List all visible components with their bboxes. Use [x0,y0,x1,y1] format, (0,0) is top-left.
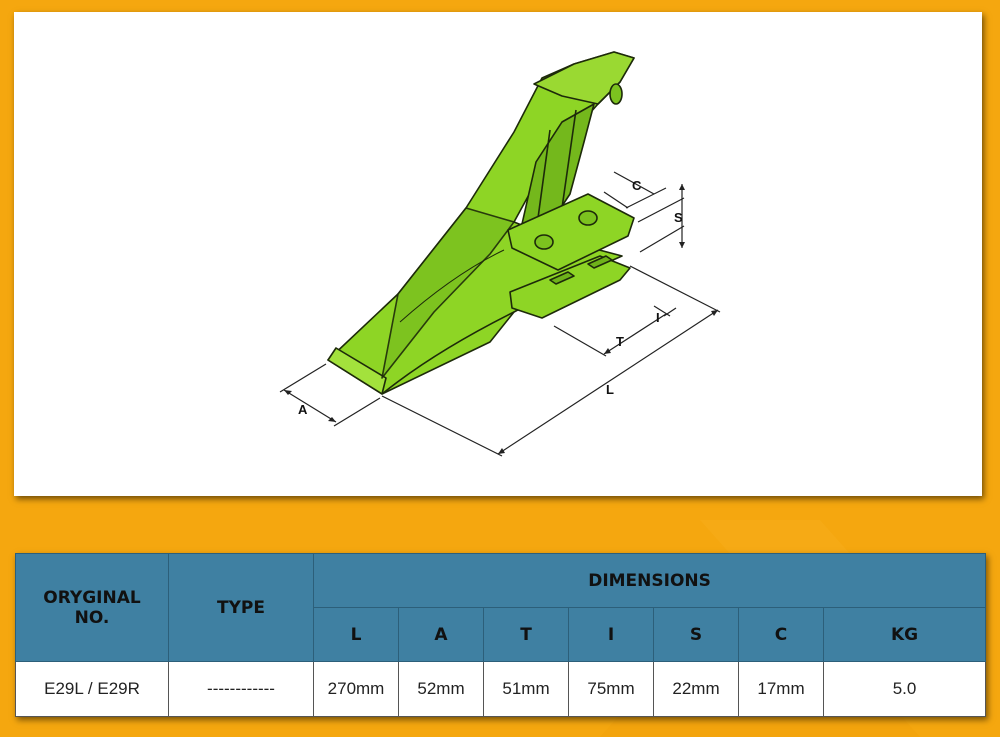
cell-l: 270mm [313,661,399,717]
header-col-c: C [738,607,824,662]
drawing-panel: A L T I C S [14,12,982,496]
dimension-label-s: S [674,210,683,225]
header-col-a: A [398,607,484,662]
table-row: E29L / E29R ------------ 270mm 52mm 51mm… [15,661,987,717]
header-dimensions: DIMENSIONS [312,553,987,608]
cell-a: 52mm [398,661,484,717]
dimension-label-i: I [656,310,660,325]
header-col-s: S [653,607,739,662]
header-original-no: ORYGINAL NO. [15,553,169,662]
dimension-lines [279,171,721,457]
header-col-t: T [483,607,569,662]
dimension-label-t: T [616,334,624,349]
cell-c: 17mm [738,661,824,717]
cell-s: 22mm [653,661,739,717]
header-type: TYPE [168,553,314,662]
cell-type: ------------ [168,661,314,717]
tooth-drawing: A L T I C S [279,51,721,457]
cell-i: 75mm [568,661,654,717]
cell-original-no: E29L / E29R [15,661,169,717]
spec-table: ORYGINAL NO. TYPE DIMENSIONS L A T I S C… [15,553,987,717]
header-col-l: L [313,607,399,662]
dimension-arrowheads [284,184,718,454]
header-col-kg: KG [822,607,987,662]
dimension-label-a: A [298,402,308,417]
dimension-label-c: C [632,178,642,193]
tooth-part [327,51,635,395]
cell-t: 51mm [483,661,569,717]
header-col-i: I [568,607,654,662]
dimension-label-l: L [606,382,614,397]
cell-kg: 5.0 [822,661,987,717]
